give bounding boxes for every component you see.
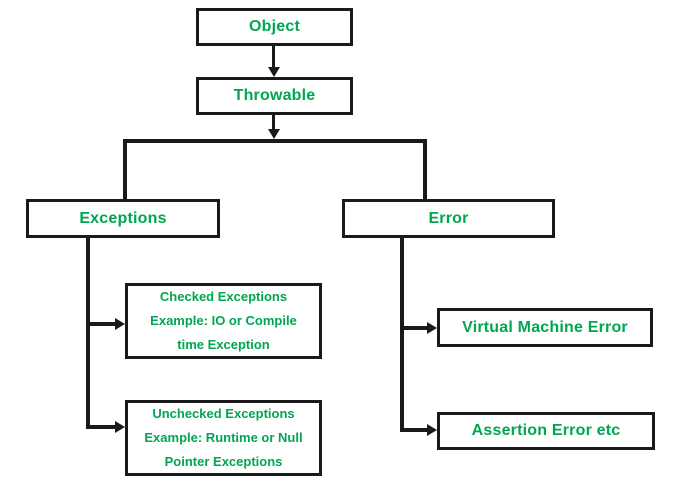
node-unchecked-line1: Unchecked Exceptions bbox=[152, 406, 295, 421]
node-checked-line2: Example: IO or Compile bbox=[150, 313, 297, 328]
node-unchecked-line2: Example: Runtime or Null bbox=[144, 430, 303, 445]
arrowhead-right-vm-error bbox=[427, 322, 437, 334]
node-unchecked-exceptions: Unchecked Exceptions Example: Runtime or… bbox=[125, 400, 322, 476]
node-unchecked-line3: Pointer Exceptions bbox=[164, 454, 283, 469]
node-error: Error bbox=[342, 199, 555, 238]
arrowhead-right-assertion bbox=[427, 424, 437, 436]
connector-branch-checked bbox=[86, 322, 116, 326]
connector-object-throwable bbox=[272, 45, 275, 69]
node-assertion-error: Assertion Error etc bbox=[437, 412, 655, 450]
node-exceptions: Exceptions bbox=[26, 199, 220, 238]
node-assertion-label: Assertion Error etc bbox=[471, 422, 621, 439]
connector-branch-vm-error bbox=[400, 326, 428, 330]
node-object-label: Object bbox=[249, 18, 300, 35]
connector-error-stem bbox=[400, 238, 404, 432]
arrowhead-right-unchecked bbox=[115, 421, 125, 433]
node-throwable: Throwable bbox=[196, 77, 353, 115]
node-checked-exceptions: Checked Exceptions Example: IO or Compil… bbox=[125, 283, 322, 359]
connector-drop-error bbox=[423, 139, 427, 200]
arrowhead-down-junction bbox=[268, 129, 280, 139]
connector-branch-assertion bbox=[400, 428, 428, 432]
connector-branch-unchecked bbox=[86, 425, 116, 429]
node-exceptions-label: Exceptions bbox=[79, 209, 167, 227]
connector-drop-exceptions bbox=[123, 139, 127, 200]
connector-junction-horizontal bbox=[123, 139, 427, 143]
node-checked-line1: Checked Exceptions bbox=[159, 289, 288, 304]
connector-exceptions-stem bbox=[86, 238, 90, 429]
node-error-label: Error bbox=[428, 209, 469, 227]
node-vm-error-label: Virtual Machine Error bbox=[462, 318, 628, 336]
node-throwable-label: Throwable bbox=[233, 87, 316, 104]
arrowhead-down-throwable bbox=[268, 67, 280, 77]
arrowhead-right-checked bbox=[115, 318, 125, 330]
node-virtual-machine-error: Virtual Machine Error bbox=[437, 308, 653, 347]
node-object: Object bbox=[196, 8, 353, 46]
node-checked-line3: time Exception bbox=[177, 337, 270, 352]
connector-throwable-junction bbox=[272, 115, 275, 131]
